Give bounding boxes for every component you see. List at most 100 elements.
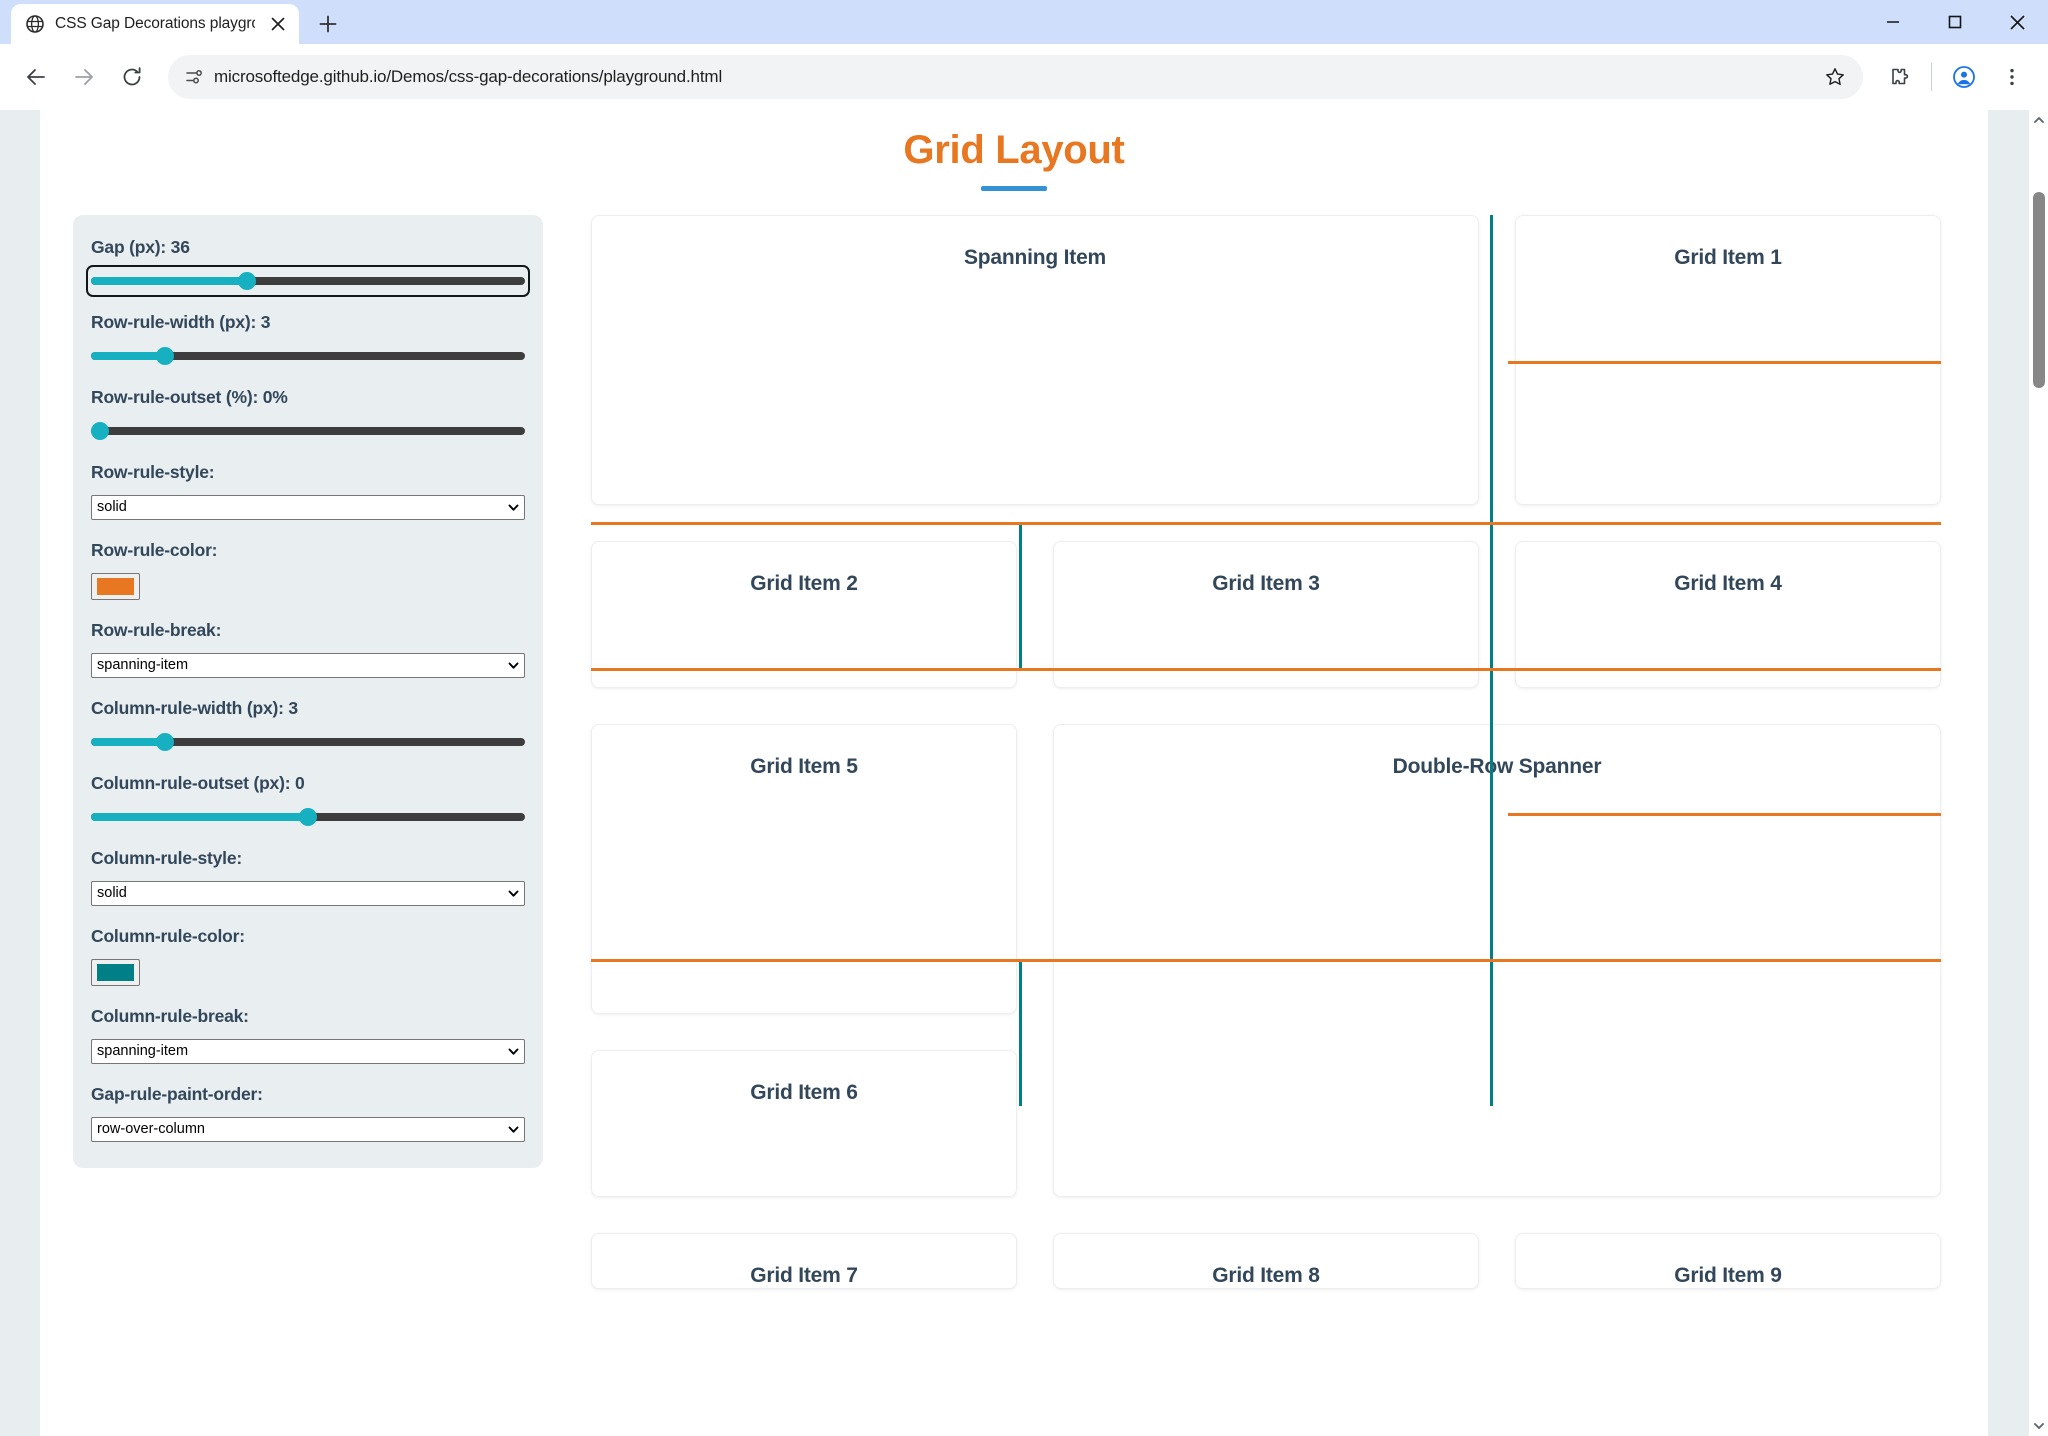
control-column-rule-break: Column-rule-break: spanning-item bbox=[91, 1006, 525, 1064]
grid-item-double-row-spanner: Double-Row Spanner bbox=[1053, 724, 1941, 1197]
star-icon[interactable] bbox=[1815, 57, 1855, 97]
column-rule-width-slider[interactable] bbox=[91, 731, 525, 753]
page-content: Gap (px): 36 Row-rule-width (px): 3 bbox=[40, 191, 1988, 1289]
row-rule-style-select[interactable]: solid bbox=[91, 495, 525, 520]
window-close-icon[interactable] bbox=[1986, 0, 2048, 44]
account-circle-icon[interactable] bbox=[1942, 55, 1986, 99]
row-rule-style-label: Row-rule-style: bbox=[91, 462, 215, 482]
browser-toolbar: microsoftedge.github.io/Demos/css-gap-de… bbox=[0, 44, 2048, 110]
slider-track bbox=[91, 738, 525, 746]
puzzle-piece-icon[interactable] bbox=[1877, 55, 1921, 99]
slider-thumb[interactable] bbox=[238, 272, 257, 290]
column-rule-color-picker[interactable] bbox=[91, 959, 140, 986]
grid-item-7: Grid Item 7 bbox=[591, 1233, 1017, 1289]
tab-strip: CSS Gap Decorations playground bbox=[0, 0, 2048, 44]
column-rule-outset-label: Column-rule-outset (px): 0 bbox=[91, 773, 305, 793]
slider-track bbox=[91, 427, 525, 435]
back-arrow-icon[interactable] bbox=[14, 55, 58, 99]
chevron-down-icon bbox=[507, 1045, 520, 1058]
forward-arrow-icon[interactable] bbox=[62, 55, 106, 99]
url-text[interactable]: microsoftedge.github.io/Demos/css-gap-de… bbox=[214, 67, 723, 86]
control-gap-rule-paint-order: Gap-rule-paint-order: row-over-column bbox=[91, 1084, 525, 1142]
viewport-left-gutter bbox=[0, 110, 40, 1436]
slider-track bbox=[91, 277, 525, 285]
slider-fill bbox=[91, 277, 248, 285]
chevron-down-icon bbox=[507, 887, 520, 900]
maximize-icon[interactable] bbox=[1924, 0, 1986, 44]
vertical-scrollbar[interactable] bbox=[2028, 110, 2048, 1436]
chevron-down-icon bbox=[507, 501, 520, 514]
scroll-down-arrow-icon[interactable] bbox=[2029, 1416, 2048, 1436]
control-row-rule-color: Row-rule-color: bbox=[91, 540, 523, 600]
grid-item-5: Grid Item 5 bbox=[591, 724, 1017, 1014]
gap-slider[interactable] bbox=[86, 265, 530, 297]
control-row-rule-style: Row-rule-style: solid bbox=[91, 462, 525, 520]
title-underline bbox=[981, 186, 1047, 191]
slider-thumb[interactable] bbox=[155, 347, 174, 365]
column-rule-style-select[interactable]: solid bbox=[91, 881, 525, 906]
tab-close-icon[interactable] bbox=[265, 11, 291, 37]
column-rule-color-swatch bbox=[97, 964, 134, 981]
column-rule-break-select[interactable]: spanning-item bbox=[91, 1039, 525, 1064]
web-page: Grid Layout Gap (px): 36 Row-rule-wi bbox=[40, 110, 1988, 1436]
grid-item-9: Grid Item 9 bbox=[1515, 1233, 1941, 1289]
row-rule-style-value: solid bbox=[97, 499, 127, 516]
control-column-rule-color: Column-rule-color: bbox=[91, 926, 523, 986]
minimize-icon[interactable] bbox=[1862, 0, 1924, 44]
scrollbar-thumb[interactable] bbox=[2033, 192, 2045, 388]
column-rule-width-label: Column-rule-width (px): 3 bbox=[91, 698, 298, 718]
browser-tab[interactable]: CSS Gap Decorations playground bbox=[11, 4, 299, 44]
chevron-down-icon bbox=[507, 1123, 520, 1136]
row-rule-color-swatch bbox=[97, 578, 134, 595]
grid-item-1: Grid Item 1 bbox=[1515, 215, 1941, 505]
row-rule-break-label: Row-rule-break: bbox=[91, 620, 222, 640]
control-row-rule-outset: Row-rule-outset (%): 0% bbox=[90, 387, 525, 442]
row-rule-color-picker[interactable] bbox=[91, 573, 140, 600]
slider-thumb[interactable] bbox=[90, 422, 109, 440]
control-column-rule-width: Column-rule-width (px): 3 bbox=[91, 698, 525, 753]
column-rule-color-label: Column-rule-color: bbox=[91, 926, 245, 946]
address-bar[interactable]: microsoftedge.github.io/Demos/css-gap-de… bbox=[168, 55, 1863, 99]
row-rule-break-select[interactable]: spanning-item bbox=[91, 653, 525, 678]
row-rule-width-slider[interactable] bbox=[91, 345, 525, 367]
slider-fill bbox=[91, 738, 165, 746]
slider-fill bbox=[91, 352, 165, 360]
grid-demo: Spanning Item Grid Item 1 Grid Item 2 Gr… bbox=[591, 215, 1941, 1289]
column-rule-break-label: Column-rule-break: bbox=[91, 1006, 249, 1026]
window-controls bbox=[1862, 0, 2048, 44]
column-rule-1-row2 bbox=[1018, 522, 1022, 669]
tab-title: CSS Gap Decorations playground bbox=[55, 15, 255, 32]
row-rule-2-full bbox=[591, 522, 1941, 525]
column-rule-style-value: solid bbox=[97, 885, 127, 902]
new-tab-button[interactable] bbox=[309, 5, 347, 43]
control-row-rule-break: Row-rule-break: spanning-item bbox=[91, 620, 525, 678]
grid-item-spanning: Spanning Item bbox=[591, 215, 1479, 505]
column-rule-outset-slider[interactable] bbox=[91, 806, 525, 828]
page-title: Grid Layout bbox=[903, 128, 1125, 172]
slider-thumb[interactable] bbox=[299, 808, 317, 826]
grid-item-6: Grid Item 6 bbox=[591, 1050, 1017, 1197]
slider-fill bbox=[91, 813, 308, 821]
row-rule-break-value: spanning-item bbox=[97, 657, 189, 674]
slider-thumb[interactable] bbox=[155, 733, 174, 751]
viewport-right-gutter bbox=[1988, 110, 2028, 1436]
slider-track bbox=[91, 352, 525, 360]
control-row-rule-width: Row-rule-width (px): 3 bbox=[91, 312, 525, 367]
row-rule-color-label: Row-rule-color: bbox=[91, 540, 218, 560]
row-rule-outset-slider[interactable] bbox=[90, 420, 525, 442]
toolbar-divider bbox=[1931, 63, 1932, 91]
reload-icon[interactable] bbox=[110, 55, 154, 99]
column-rule-break-value: spanning-item bbox=[97, 1043, 189, 1060]
column-rule-1-row4 bbox=[1018, 959, 1022, 1106]
chevron-down-icon bbox=[507, 659, 520, 672]
three-dot-menu-icon[interactable] bbox=[1990, 55, 2034, 99]
row-rule-outset-label: Row-rule-outset (%): 0% bbox=[91, 387, 288, 407]
gap-rule-paint-order-value: row-over-column bbox=[97, 1121, 205, 1138]
grid-item-3: Grid Item 3 bbox=[1053, 541, 1479, 688]
site-info-tune-icon[interactable] bbox=[184, 67, 204, 87]
page-viewport: Grid Layout Gap (px): 36 Row-rule-wi bbox=[0, 110, 2048, 1436]
control-column-rule-style: Column-rule-style: solid bbox=[91, 848, 525, 906]
control-column-rule-outset: Column-rule-outset (px): 0 bbox=[91, 773, 525, 828]
scroll-up-arrow-icon[interactable] bbox=[2029, 110, 2048, 130]
gap-rule-paint-order-select[interactable]: row-over-column bbox=[91, 1117, 525, 1142]
